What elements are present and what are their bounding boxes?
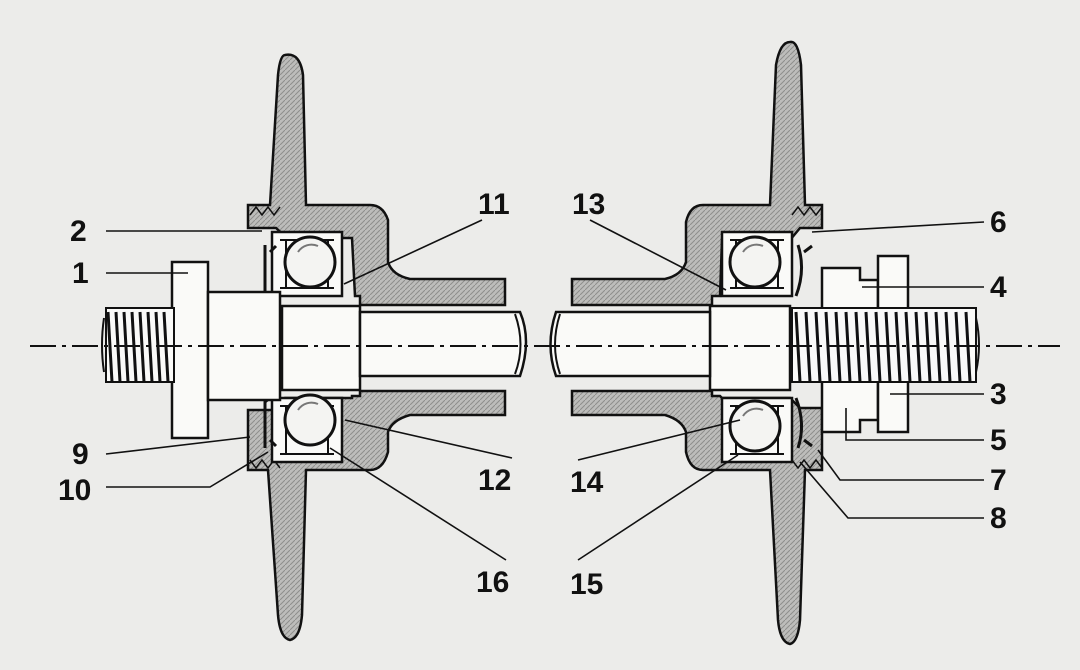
callout-5: 5 <box>990 424 1007 457</box>
callout-13: 13 <box>572 188 605 221</box>
right-hub-assembly <box>549 40 980 646</box>
leader-13 <box>589 219 727 291</box>
right-housing-thread-top <box>791 205 823 217</box>
callout-7: 7 <box>990 464 1007 497</box>
leader-9 <box>105 436 251 455</box>
right-ball-top <box>728 235 782 289</box>
leader-11 <box>343 219 483 285</box>
right-housing-thread-bottom <box>791 458 823 470</box>
callout-14: 14 <box>570 466 604 499</box>
callout-11: 11 <box>478 188 510 221</box>
left-housing-thread-top <box>249 205 281 217</box>
leader-6 <box>811 221 985 233</box>
callout-1: 1 <box>72 257 89 290</box>
leader-16 <box>329 447 507 561</box>
right-inner-sleeve <box>708 304 792 392</box>
left-ball-top <box>283 235 337 289</box>
right-shaft-break <box>554 313 561 375</box>
leader-10 <box>106 451 269 488</box>
left-nut-washer <box>170 260 210 440</box>
leader-12 <box>344 419 513 459</box>
right-ball-bottom <box>728 399 782 453</box>
right-shaft <box>549 310 712 378</box>
leader-8 <box>799 461 984 519</box>
callout-15: 15 <box>570 568 603 601</box>
left-shaft <box>358 310 528 378</box>
left-hub-casting <box>246 53 507 642</box>
callout-3: 3 <box>990 378 1007 411</box>
leader-14 <box>577 419 741 461</box>
callout-2: 2 <box>70 215 87 248</box>
right-seal-bottom <box>794 397 813 449</box>
leader-lines <box>105 219 985 561</box>
callout-12: 12 <box>478 464 511 497</box>
callout-9: 9 <box>72 438 89 471</box>
leader-7 <box>817 449 984 481</box>
callout-4: 4 <box>990 271 1007 304</box>
callout-8: 8 <box>990 502 1007 535</box>
right-hub-casting <box>570 40 824 646</box>
left-ball-bottom <box>283 393 337 447</box>
left-hub-assembly <box>101 53 528 642</box>
left-inner-sleeve <box>280 304 362 392</box>
leader-15 <box>577 454 739 561</box>
callout-16: 16 <box>476 566 509 599</box>
leader-5 <box>845 408 984 441</box>
callout-10: 10 <box>58 474 91 507</box>
callout-labels: 1 2 9 10 11 12 16 13 14 15 6 4 3 5 7 8 <box>58 188 1007 601</box>
left-shaft-break <box>514 313 522 375</box>
right-seal-top <box>794 244 813 297</box>
callout-6: 6 <box>990 206 1007 239</box>
